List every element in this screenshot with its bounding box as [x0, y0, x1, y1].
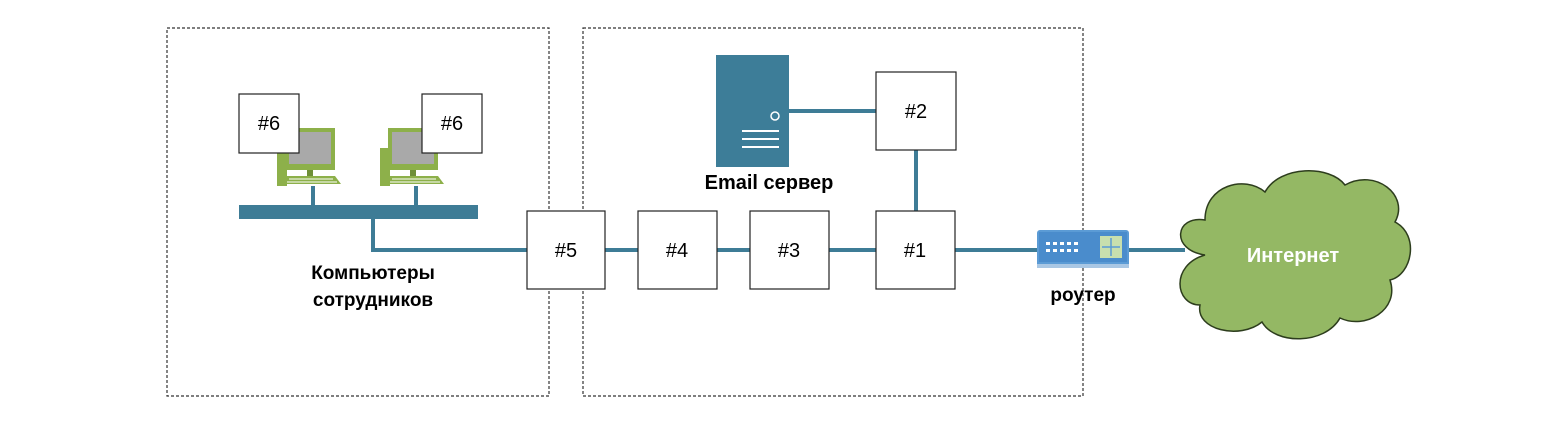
employees-label-line1: Компьютеры	[311, 263, 435, 284]
internet-label: Интернет	[1247, 245, 1340, 267]
node-2-label: #2	[905, 101, 927, 123]
node-6-left: #6	[238, 93, 300, 154]
employee-lan-bus	[239, 205, 478, 219]
cloud-icon	[1179, 170, 1412, 340]
node-3: #3	[749, 210, 830, 290]
server-icon	[716, 55, 789, 167]
node-1-label: #1	[904, 240, 926, 262]
node-6-right: #6	[421, 93, 483, 154]
node-2: #2	[875, 71, 957, 151]
node-3-label: #3	[778, 240, 800, 262]
node-5: #5	[526, 210, 606, 290]
node-5-label: #5	[555, 240, 577, 262]
router-icon	[1037, 230, 1129, 268]
node-1: #1	[875, 210, 956, 290]
node-6-left-label: #6	[258, 113, 280, 135]
node-4-label: #4	[666, 240, 688, 262]
node-4: #4	[637, 210, 718, 290]
node-6-right-label: #6	[441, 113, 463, 135]
employees-label-line2: сотрудников	[313, 290, 433, 311]
connections	[311, 109, 1185, 252]
email-server-label: Email сервер	[705, 172, 834, 194]
router-label: роутер	[1050, 285, 1115, 306]
